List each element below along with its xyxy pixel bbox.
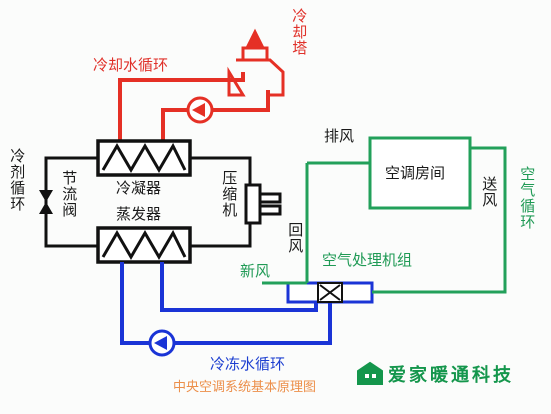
expansion-valve-icon bbox=[39, 190, 53, 214]
cooling-water-loop bbox=[118, 72, 270, 140]
ahu-coil-icon bbox=[286, 281, 374, 304]
chilled-water-pump-icon bbox=[148, 329, 176, 357]
evaporator-label: 蒸发器 bbox=[116, 206, 162, 223]
air-loop bbox=[262, 146, 507, 294]
house-logo-icon bbox=[357, 361, 383, 385]
evaporator-icon bbox=[96, 226, 192, 264]
supply-air-label: 送风 bbox=[480, 176, 498, 208]
cooling-water-return-pipe bbox=[161, 90, 270, 140]
cooling-water-pump-icon bbox=[186, 96, 214, 124]
chilled-water-loop bbox=[120, 262, 332, 345]
air-loop-label: 空气循环 bbox=[518, 166, 536, 230]
return-air-label: 回风 bbox=[286, 222, 304, 254]
fresh-air-label: 新风 bbox=[240, 263, 271, 280]
chilled-water-return-pipe bbox=[160, 262, 318, 312]
exhaust-air-label: 排风 bbox=[324, 128, 355, 145]
condenser-icon bbox=[96, 139, 192, 177]
ac-room-box bbox=[368, 136, 472, 210]
cooling-tower-label: 冷却塔 bbox=[290, 8, 308, 56]
refrigerant-loop-label: 冷剂循环 bbox=[8, 148, 26, 212]
cooling-tower-icon bbox=[227, 28, 285, 97]
brand-name: 爱家暖通科技 bbox=[388, 365, 514, 386]
ahu-label: 空气处理机组 bbox=[322, 252, 413, 269]
chilled-water-supply-pipe bbox=[120, 262, 332, 345]
ac-room-label: 空调房间 bbox=[385, 165, 446, 182]
compressor-label: 压缩机 bbox=[220, 170, 238, 218]
cooling-water-supply-pipe bbox=[118, 72, 245, 140]
diagram-title: 中央空调系统基本原理图 bbox=[173, 379, 317, 394]
compressor-icon bbox=[244, 183, 282, 225]
chilled-water-loop-label: 冷冻水循环 bbox=[210, 356, 286, 373]
condenser-label: 冷凝器 bbox=[116, 180, 162, 197]
supply-air-duct bbox=[372, 146, 507, 294]
cooling-water-loop-label: 冷却水循环 bbox=[93, 57, 169, 74]
throttle-valve-label: 节流阀 bbox=[60, 170, 78, 218]
